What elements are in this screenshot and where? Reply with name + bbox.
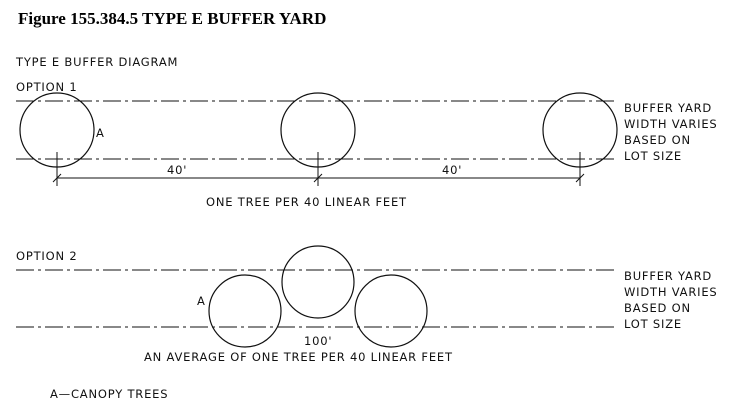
option-1-note-line-3: BASED ON	[624, 133, 691, 147]
option-1-dimension-right: 40'	[442, 163, 462, 177]
option-2-caption: AN AVERAGE OF ONE TREE PER 40 LINEAR FEE…	[144, 350, 453, 364]
option-2: OPTION 2 A 100' AN AVERAGE OF ONE TREE P…	[16, 245, 718, 364]
option-1-caption: ONE TREE PER 40 LINEAR FEET	[206, 195, 407, 209]
option-2-tree-3	[354, 274, 428, 348]
option-2-note-line-3: BASED ON	[624, 301, 691, 315]
legend: A—CANOPY TREES	[50, 387, 168, 401]
option-1-note: BUFFER YARD WIDTH VARIES BASED ON LOT SI…	[624, 101, 718, 163]
option-1-tree-label: A	[96, 126, 105, 140]
option-1: OPTION 1 A 40' 40' ONE TREE PER 40 LINEA…	[16, 80, 718, 209]
diagram-title: TYPE E BUFFER DIAGRAM	[15, 55, 178, 69]
figure-title: Figure 155.384.5 TYPE E BUFFER YARD	[18, 9, 326, 28]
option-1-dimension-left: 40'	[167, 163, 187, 177]
option-2-tree-1	[208, 274, 282, 348]
option-2-tree-label: A	[197, 294, 206, 308]
option-2-label: OPTION 2	[16, 249, 77, 263]
option-2-note-line-1: BUFFER YARD	[624, 269, 712, 283]
option-1-label: OPTION 1	[16, 80, 77, 94]
option-2-dimension: 100'	[304, 334, 332, 348]
option-1-dimension	[52, 152, 585, 186]
option-1-note-line-4: LOT SIZE	[624, 149, 682, 163]
option-2-tree-2	[281, 245, 355, 319]
option-2-note: BUFFER YARD WIDTH VARIES BASED ON LOT SI…	[624, 269, 718, 331]
option-2-note-line-4: LOT SIZE	[624, 317, 682, 331]
option-1-note-line-1: BUFFER YARD	[624, 101, 712, 115]
option-2-note-line-2: WIDTH VARIES	[624, 285, 718, 299]
option-1-note-line-2: WIDTH VARIES	[624, 117, 718, 131]
